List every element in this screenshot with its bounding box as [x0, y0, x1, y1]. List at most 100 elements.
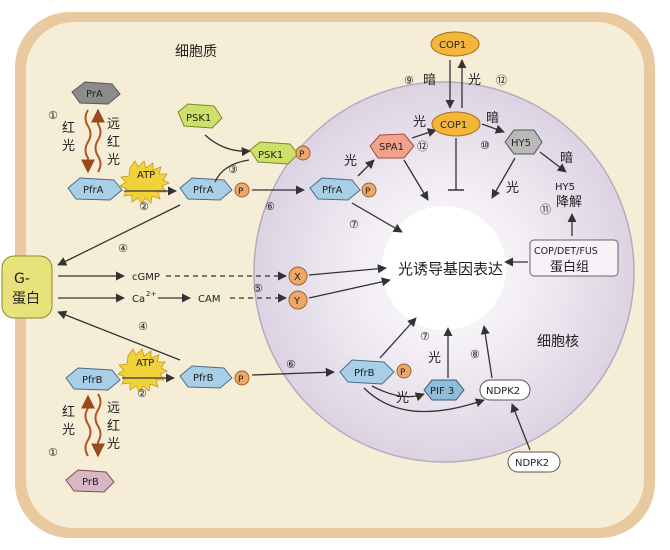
HY5-protein — [504, 129, 543, 155]
phosphate-PfrB-mid — [234, 370, 250, 386]
nucleus-label: 细胞核 — [537, 334, 579, 350]
G-protein-label-2: 蛋白 — [12, 291, 40, 307]
arrow-Y-to-expression — [308, 277, 391, 299]
red-light-bottom-1: 红 — [62, 404, 75, 420]
arrow-PSK1-bind — [204, 134, 251, 157]
COP1-outside — [430, 31, 480, 57]
PIF3-protein — [423, 379, 465, 401]
cytoplasm-label: 细胞质 — [175, 44, 217, 60]
arrow-PfrB-to-expression — [379, 317, 417, 359]
phosphate-PfrA-mid — [234, 182, 250, 198]
farred-bottom-3: 光 — [107, 437, 120, 452]
phosphate-PfrB-nuc — [396, 363, 412, 379]
NDPK2-outside-box — [507, 451, 561, 473]
PSK1-bound-label: PSK1 — [258, 150, 283, 161]
COP-DET-FUS-box — [529, 239, 619, 277]
Y-label: Y — [293, 296, 301, 307]
CAM-label: CAM — [198, 294, 220, 305]
arrow-SPA1-to-COP1 — [411, 128, 437, 139]
step-5: ⑤ — [253, 282, 263, 295]
PrA-label: PrA — [86, 89, 103, 100]
X-label: X — [294, 272, 301, 283]
cGMP-label: cGMP — [132, 272, 160, 283]
Ca-label: Ca — [132, 294, 145, 305]
step-12-mid: ⑫ — [417, 140, 428, 153]
step-6-bottom: ⑥ — [286, 358, 296, 371]
ATP-bottom-burst — [117, 348, 168, 393]
arrow-HY5-to-degrade — [539, 151, 567, 173]
NDPK2-nucleus-label: NDPK2 — [486, 386, 520, 397]
farred-char-1: 远 — [107, 117, 120, 132]
PfrB-left-protein — [65, 367, 121, 391]
step-2-bottom: ② — [137, 387, 147, 400]
arrow-X-to-expression — [308, 264, 387, 276]
G-protein-box — [1, 255, 53, 319]
PSK1-protein — [177, 103, 223, 129]
dark-label-degrade: 暗 — [560, 151, 573, 166]
phosphate-PfrA-nuc — [361, 182, 377, 198]
PfrA-mid-label: PfrA — [193, 185, 214, 196]
phosphate-label-5: P — [400, 368, 406, 378]
PfrA-nucleus-protein — [309, 177, 361, 201]
arrow-PfrA-to-SPA1 — [357, 159, 375, 177]
farred-light-wave-top — [91, 108, 105, 173]
farred-char-2: 红 — [107, 134, 120, 150]
X-node — [288, 266, 308, 286]
arrow-PfrA-to-PSK1 — [214, 159, 250, 183]
light-label-HY5: 光 — [506, 181, 519, 196]
ATP-top-label: ATP — [137, 170, 155, 181]
HY5-label: HY5 — [511, 138, 531, 149]
red-light-char-2: 光 — [62, 139, 75, 154]
Y-node — [288, 290, 308, 310]
arrow-PfrA-to-Gprotein — [57, 204, 181, 266]
PrB-protein — [65, 469, 115, 493]
red-light-wave-top — [81, 109, 95, 174]
step-4-bottom: ④ — [138, 320, 148, 333]
step-1-bottom: ① — [48, 446, 58, 459]
step-7-top: ⑦ — [349, 218, 359, 231]
PrA-protein — [71, 81, 121, 105]
dark-label-HY5: 暗 — [486, 111, 499, 126]
PfrB-mid-label: PfrB — [193, 373, 214, 384]
PfrA-nucleus-label: PfrA — [322, 185, 343, 196]
step-3: ③ — [228, 163, 238, 176]
farred-bottom-2: 红 — [107, 418, 120, 434]
arrow-NDPK2-to-expression — [480, 325, 493, 379]
step-4-top: ④ — [118, 242, 128, 255]
G-protein-label-1: G- — [14, 271, 30, 287]
step-8: ⑧ — [470, 348, 480, 361]
arrow-PfrB-to-Gprotein — [57, 310, 181, 361]
PrB-label: PrB — [82, 477, 99, 488]
step-7-bottom: ⑦ — [420, 330, 430, 343]
farred-bottom-1: 远 — [107, 401, 120, 416]
farred-light-wave-bottom — [91, 393, 105, 458]
step-6-top: ⑥ — [265, 200, 275, 213]
PIF3-label: PIF 3 — [430, 386, 454, 397]
dark-label-COP1: 暗 — [423, 73, 436, 88]
COP1-outside-label: COP1 — [439, 40, 466, 51]
step-10: ⑩ — [480, 139, 490, 152]
COP-complex-label: COP/DET/FUS — [534, 246, 598, 257]
SPA1-protein — [369, 133, 415, 159]
step-11: ⑪ — [540, 203, 551, 216]
step-12-top: ⑫ — [496, 74, 507, 87]
arrow-to-nucleus-B — [251, 367, 335, 377]
red-light-wave-bottom — [81, 394, 95, 457]
phosphate-PSK1 — [295, 145, 311, 161]
degrade-label: 降解 — [556, 195, 582, 210]
light-label-PIF3-up: 光 — [428, 351, 441, 366]
arrow-PfrB-to-NDPK2 — [363, 387, 485, 413]
PSK1-label: PSK1 — [186, 113, 211, 124]
arrow-HY5-to-expression — [491, 157, 516, 199]
ATP-top-burst — [119, 160, 170, 205]
Ca-superscript: 2+ — [146, 290, 156, 298]
phosphate-label-2: P — [299, 150, 305, 160]
arrow-PfrB-to-PIF3 — [371, 385, 425, 402]
PfrA-left-label: PfrA — [83, 185, 104, 196]
phosphate-label-1: P — [238, 187, 244, 197]
light-label-SPA1: 光 — [413, 115, 426, 130]
step-1-top: ① — [48, 109, 58, 122]
arrow-NDPK2-into-nucleus — [510, 403, 531, 451]
PfrB-nucleus-label: PfrB — [354, 368, 375, 379]
